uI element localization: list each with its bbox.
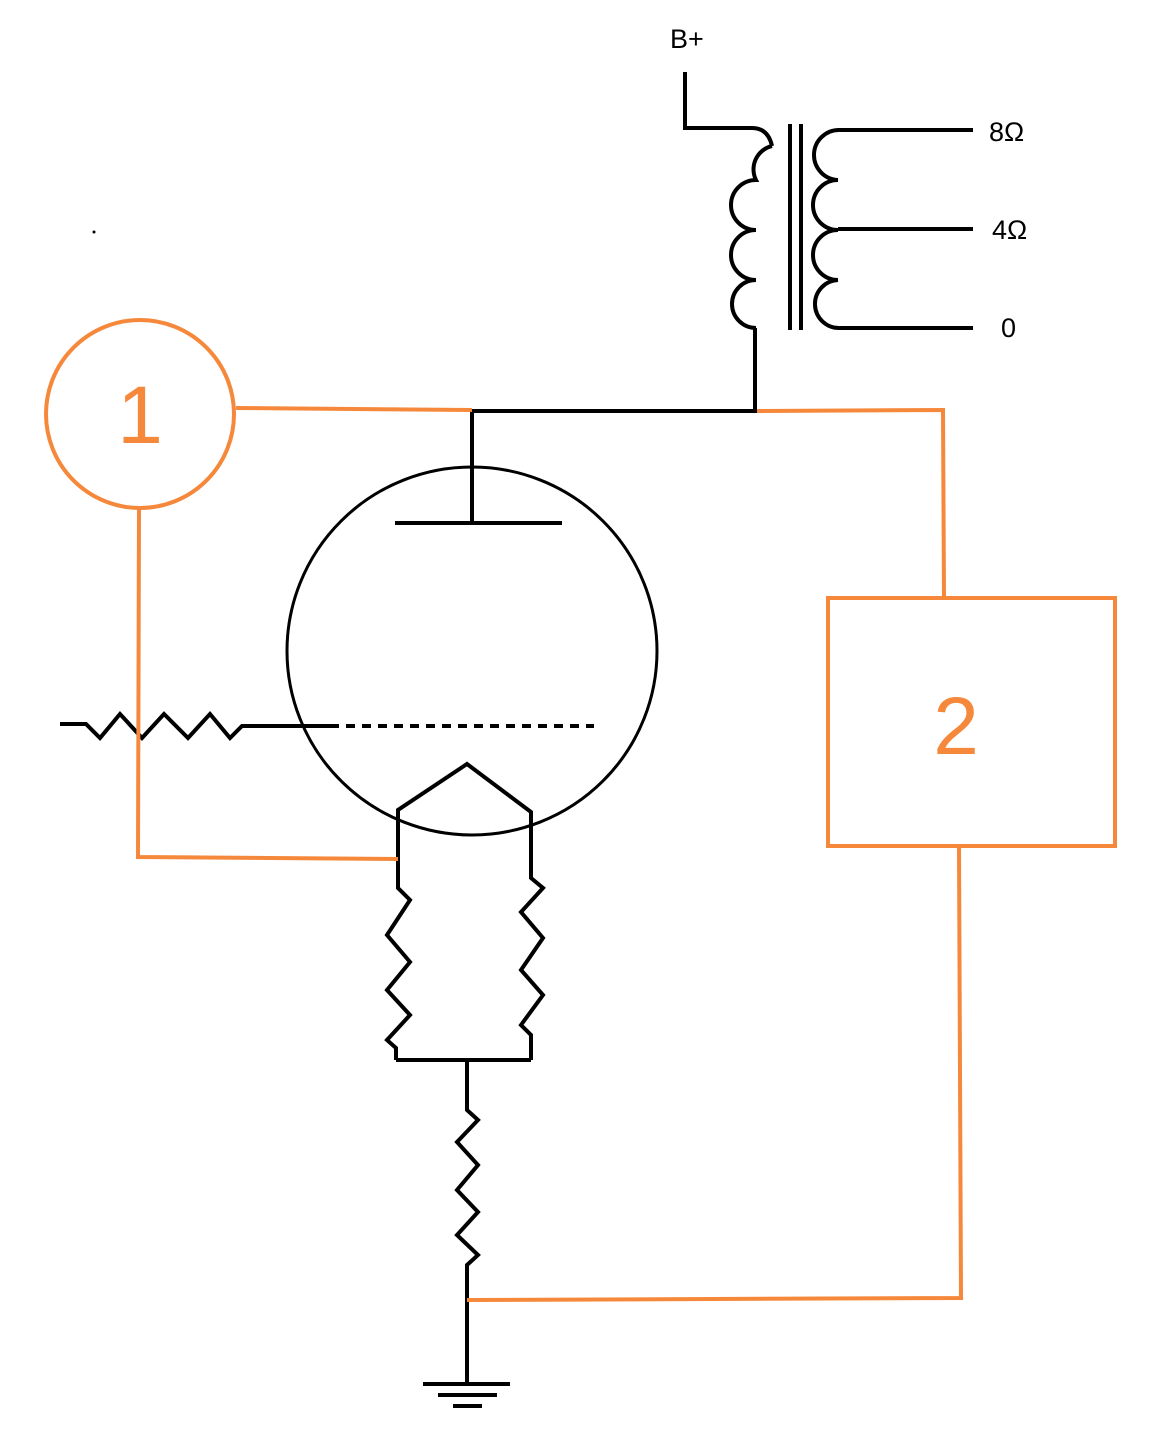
meter-2-label: 2	[933, 681, 979, 772]
meter-1-circle	[44, 318, 236, 510]
tap-8-ohm-label: 8Ω	[989, 117, 1024, 147]
secondary-winding	[811, 127, 841, 331]
b-plus-wire	[683, 72, 774, 147]
meter-2-plate-wire	[756, 407, 946, 599]
meter-1-plate-wire	[235, 406, 473, 412]
tap-4-ohm-label: 4Ω	[992, 215, 1027, 245]
stray-dot	[92, 230, 96, 234]
grid-resistor	[60, 710, 330, 741]
cathode-resistor-left	[384, 858, 413, 1060]
tap-0-label: 0	[1001, 313, 1016, 343]
output-transformer	[683, 72, 973, 412]
bias-resistor	[454, 1060, 481, 1382]
meter-2-ground-wire	[466, 845, 964, 1302]
cathode-resistor-right	[518, 858, 546, 1060]
cathode-filament	[396, 761, 533, 858]
meter-2-box	[826, 596, 1117, 848]
meter-1-path: 1	[44, 318, 473, 861]
meter-1-cathode-wire	[135, 507, 399, 861]
ground-symbol	[423, 1382, 510, 1408]
vacuum-tube	[60, 411, 659, 858]
primary-winding	[729, 144, 773, 330]
cathode-resistor-pair	[384, 858, 546, 1062]
meter-1-label: 1	[117, 370, 163, 461]
meter-2-path: 2	[466, 407, 1117, 1302]
b-plus-label: B+	[670, 24, 704, 54]
